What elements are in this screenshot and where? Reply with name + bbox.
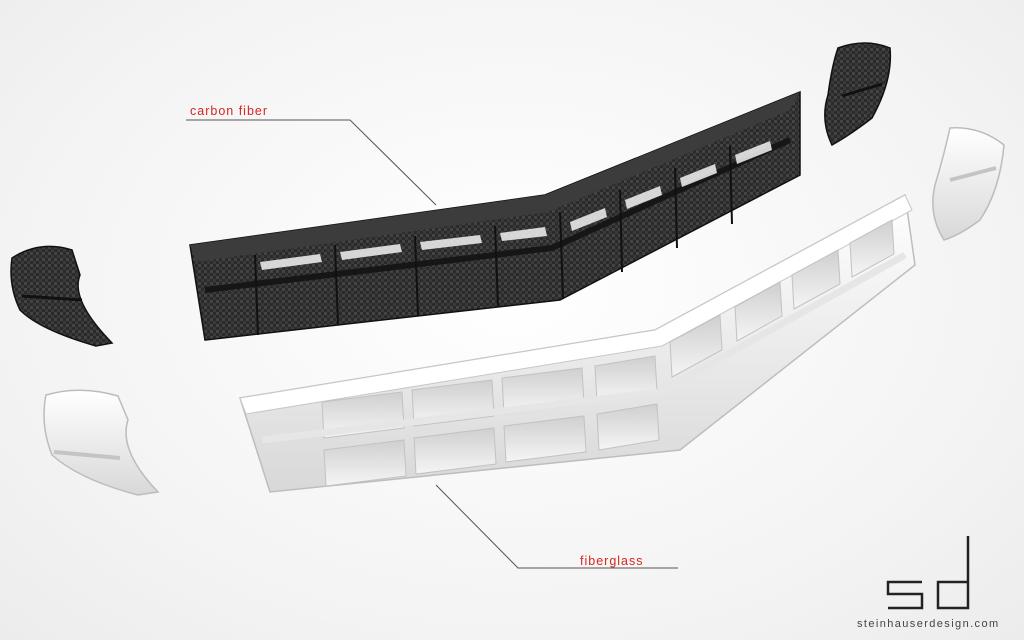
carbon-side-left	[10, 245, 114, 347]
fiberglass-label: fiberglass	[580, 554, 644, 568]
brand-url: steinhauserdesign.com	[857, 618, 1000, 630]
carbon-grille	[189, 90, 801, 341]
sd-logo	[886, 536, 970, 610]
fiberglass-grille	[239, 193, 916, 493]
carbon-fiber-label: carbon fiber	[190, 104, 269, 118]
carbon-side-right	[824, 42, 892, 147]
leader-lines	[186, 119, 678, 569]
fiberglass-side-right	[932, 127, 1005, 241]
fiberglass-side-left	[43, 389, 160, 496]
